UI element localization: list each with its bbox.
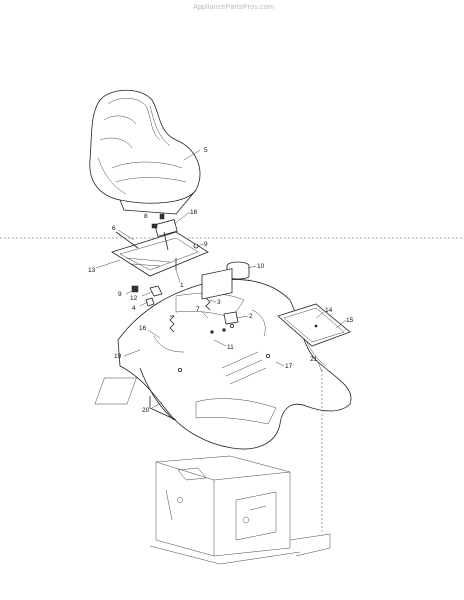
callout-10: 10: [257, 263, 265, 270]
callout-11: 11: [227, 344, 234, 351]
callout-13: 13: [88, 267, 96, 274]
callout-20: 20: [142, 407, 150, 414]
seat-bracket-part: [111, 213, 209, 307]
tractor-frame-part: [149, 370, 331, 565]
callout-3: 3: [217, 299, 221, 306]
callout-4: 4: [132, 305, 136, 312]
callout-1: 1: [180, 282, 184, 289]
callout-9-lower: 9: [118, 291, 122, 298]
callout-16-lower: 16: [139, 325, 147, 332]
callout-8: 8: [144, 213, 148, 220]
callout-19: 19: [114, 353, 122, 360]
callout-labels: 5 8 16 6 9 10 13 1 9 12 4 3 7 2 14 15 16…: [88, 147, 354, 414]
callout-15: 15: [346, 317, 354, 324]
watermark: AppliancePartsPros.com: [192, 4, 274, 11]
callout-2: 2: [249, 313, 253, 320]
callout-7: 7: [196, 306, 200, 313]
callout-16: 16: [190, 209, 198, 216]
callout-12: 12: [130, 295, 138, 302]
callout-14: 14: [325, 307, 333, 314]
callout-21: 21: [310, 356, 318, 363]
callout-9: 9: [204, 241, 208, 248]
spring-assembly-part: [169, 268, 239, 334]
callout-17: 17: [285, 363, 293, 370]
seat-part: [89, 89, 201, 215]
cover-plate-part: [277, 303, 351, 347]
callout-6: 6: [112, 225, 116, 232]
callout-5: 5: [204, 147, 208, 154]
leader-lines: [95, 149, 347, 409]
